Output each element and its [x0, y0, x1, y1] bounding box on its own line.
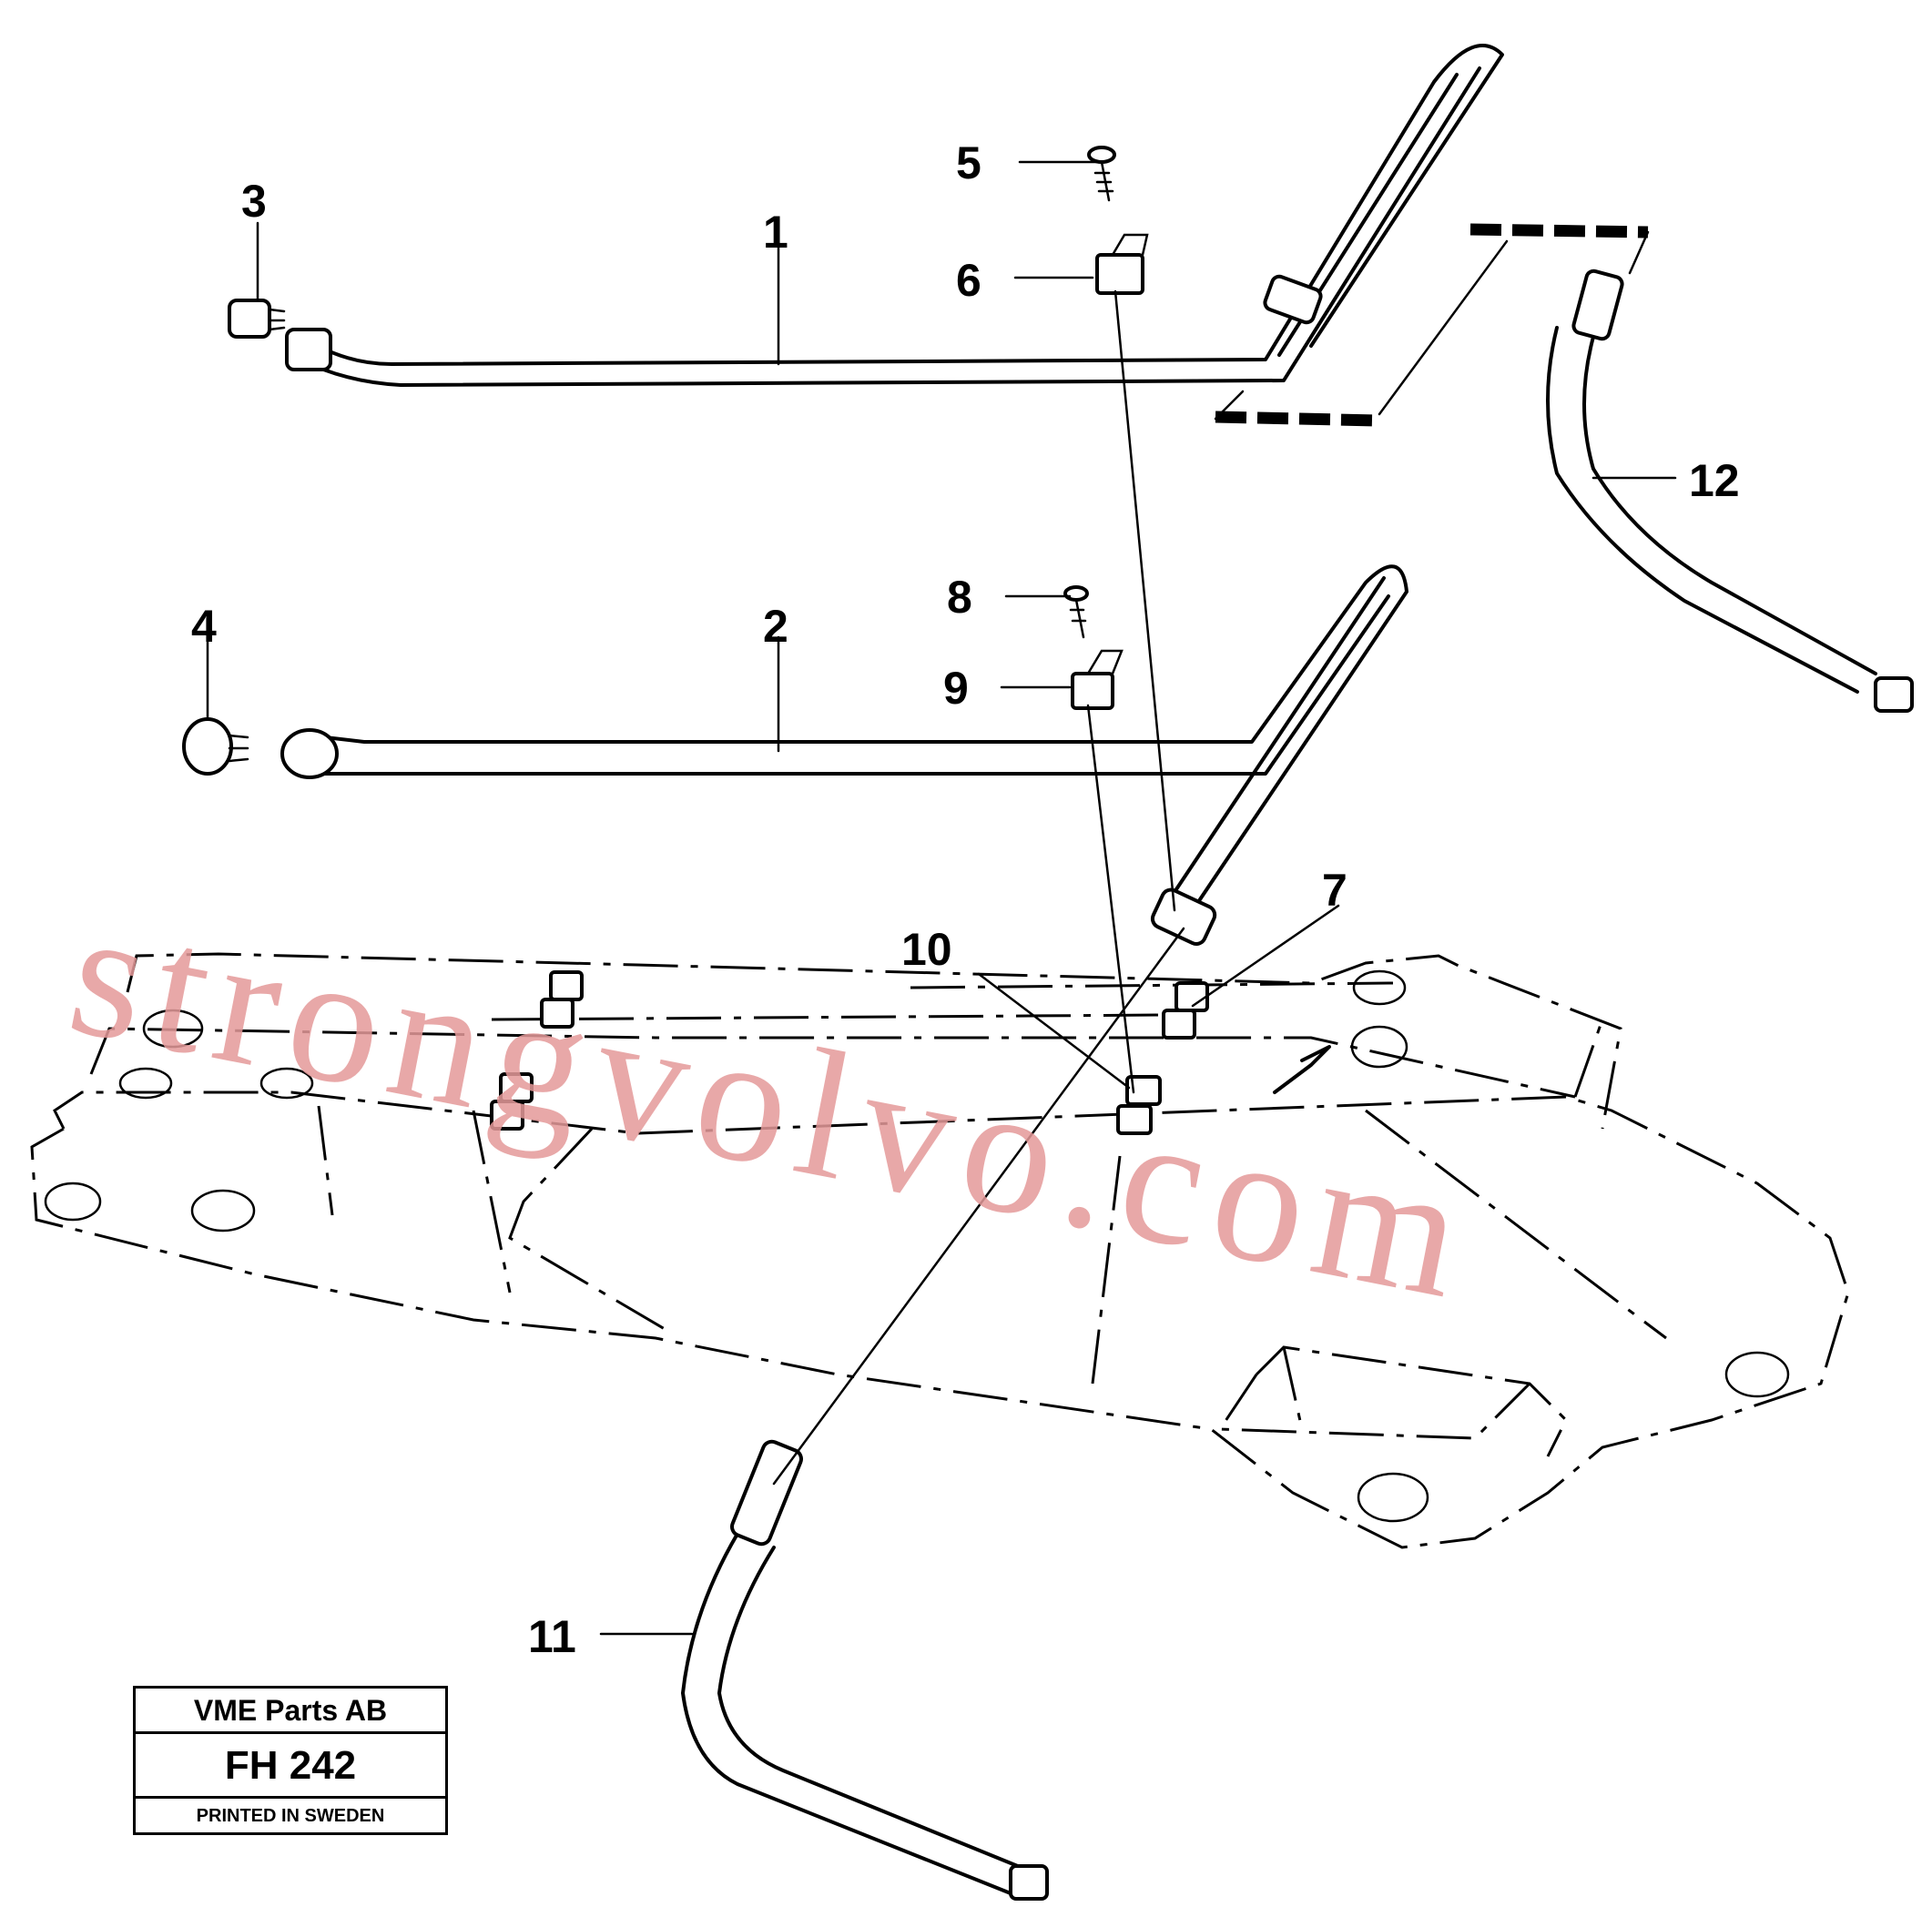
plug-3 — [228, 299, 286, 339]
tube-2-sleeve — [1150, 888, 1217, 946]
tube-2 — [280, 564, 1408, 946]
clamp-6 — [1095, 233, 1149, 295]
callout-12: 12 — [1689, 455, 1740, 506]
clamp-7 — [1162, 981, 1209, 1040]
plug-4 — [182, 717, 249, 776]
callout-labels: 3 1 5 6 12 4 2 8 9 7 10 11 — [191, 137, 1740, 1662]
callout-8: 8 — [947, 572, 972, 623]
callout-11: 11 — [528, 1611, 576, 1662]
callout-9: 9 — [943, 663, 969, 714]
tube-2-nut — [280, 728, 339, 779]
tube-1 — [285, 44, 1504, 387]
boom-clamps-left — [490, 970, 584, 1131]
watermark-text: strongvolvo.com — [56, 870, 1489, 1339]
leader-lines — [206, 160, 1677, 1636]
callout-6: 6 — [956, 255, 981, 306]
callout-1: 1 — [763, 207, 788, 258]
screw-8 — [1063, 585, 1089, 639]
title-stamp: VME Parts AB FH 242 PRINTED IN SWEDEN — [133, 1686, 448, 1835]
screw-5 — [1087, 146, 1116, 202]
clamp-9 — [1071, 649, 1124, 710]
callout-3: 3 — [241, 176, 267, 227]
tube-1-nut — [285, 328, 332, 371]
callout-4: 4 — [191, 601, 217, 652]
continuation-marks — [1214, 223, 1650, 427]
stamp-company: VME Parts AB — [136, 1689, 445, 1734]
callout-2: 2 — [763, 601, 788, 652]
callout-10: 10 — [901, 924, 952, 975]
callout-5: 5 — [956, 137, 981, 188]
stamp-code: FH 242 — [136, 1734, 445, 1799]
tube-1-sleeve — [1263, 274, 1323, 325]
clamp-10 — [1116, 1075, 1162, 1135]
callout-7: 7 — [1322, 865, 1347, 916]
hose-12 — [1546, 269, 1914, 713]
boom-outline — [30, 952, 1850, 1549]
hose-11 — [681, 1439, 1049, 1901]
stamp-printed: PRINTED IN SWEDEN — [196, 1806, 385, 1826]
